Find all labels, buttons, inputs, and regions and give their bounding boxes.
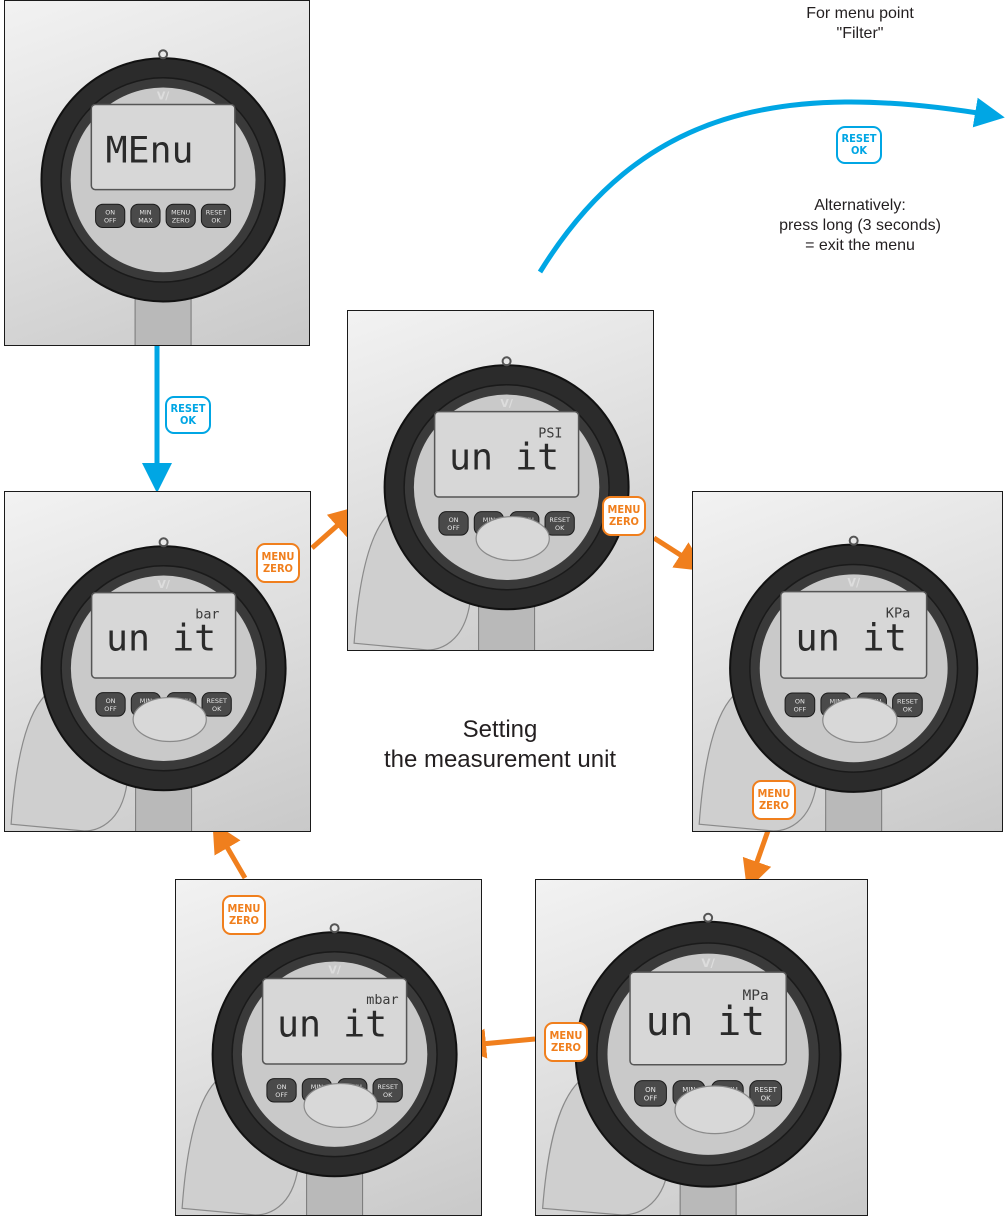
device-key-label: OFF bbox=[104, 216, 117, 224]
lcd-unit-text: PSI bbox=[538, 426, 562, 441]
thumb-shape bbox=[476, 517, 549, 561]
device-key-label: RESET bbox=[377, 1083, 398, 1091]
badge-line-2: OK bbox=[180, 415, 196, 427]
lcd-main-text: un it bbox=[106, 617, 216, 660]
device-key-label: OK bbox=[383, 1091, 393, 1099]
badge-line-2: ZERO bbox=[759, 800, 789, 812]
filter-note: For menu point "Filter" bbox=[760, 4, 960, 44]
thumb-shape bbox=[133, 698, 206, 742]
device-key-label: OK bbox=[212, 705, 222, 713]
device-key-label: MENU bbox=[171, 208, 190, 216]
device-key-label: ON bbox=[277, 1083, 287, 1091]
device-key-label: OK bbox=[903, 705, 913, 713]
menu-zero-badge-2: MENU ZERO bbox=[602, 496, 646, 536]
badge-line-2: OK bbox=[851, 145, 867, 157]
device-key-label: OK bbox=[211, 216, 221, 224]
device-key-label: RESET bbox=[206, 208, 227, 216]
menu-zero-badge-5: MENU ZERO bbox=[222, 895, 266, 935]
lcd-main-text: un it bbox=[646, 999, 766, 1045]
title-line-2: the measurement unit bbox=[350, 745, 650, 775]
diagram-title: Setting the measurement unit bbox=[350, 715, 650, 775]
gauge-hook bbox=[331, 924, 339, 932]
brand-mark: V/ bbox=[157, 90, 169, 103]
device-key-label: OFF bbox=[275, 1091, 288, 1099]
menu-zero-badge-4: MENU ZERO bbox=[544, 1022, 588, 1062]
badge-line-2: ZERO bbox=[551, 1042, 581, 1054]
brand-mark: V/ bbox=[157, 578, 170, 591]
brand-mark: V/ bbox=[701, 956, 715, 970]
device-key-label: RESET bbox=[755, 1086, 778, 1094]
gauge-hook bbox=[850, 537, 858, 545]
brand-mark: V/ bbox=[847, 577, 861, 590]
gauge-fitting bbox=[135, 295, 191, 345]
lcd-unit-text: mbar bbox=[366, 993, 398, 1008]
menu-zero-badge-3: MENU ZERO bbox=[752, 780, 796, 820]
psi-to-kpa-arrow bbox=[654, 538, 693, 563]
device-key-label: ON bbox=[106, 697, 116, 705]
badge-line-2: ZERO bbox=[229, 915, 259, 927]
gauge-fitting bbox=[136, 784, 192, 831]
device-key-label: OFF bbox=[104, 705, 117, 713]
bar-to-psi-arrow bbox=[312, 516, 348, 548]
lcd-main-text: un it bbox=[449, 436, 559, 479]
device-key-label: RESET bbox=[549, 516, 570, 524]
thumb-shape bbox=[304, 1083, 377, 1127]
lcd-unit-text: bar bbox=[195, 607, 219, 622]
badge-line-2: ZERO bbox=[263, 563, 293, 575]
filter-note-line-1: For menu point bbox=[760, 4, 960, 24]
lcd-main-text: un it bbox=[795, 616, 907, 659]
device-key-label: OFF bbox=[794, 705, 807, 713]
lcd-unit-text: KPa bbox=[886, 606, 911, 622]
reset-ok-badge-top: RESET OK bbox=[836, 126, 882, 164]
device-key-label: OFF bbox=[644, 1094, 658, 1102]
gauge-hook bbox=[704, 914, 712, 922]
device-key-label: MIN bbox=[139, 208, 151, 216]
device-key-label: RESET bbox=[206, 697, 227, 705]
mbar-to-bar-arrow bbox=[220, 835, 245, 878]
lcd-main-text: un it bbox=[277, 1003, 387, 1046]
device-key-label: OK bbox=[761, 1094, 771, 1102]
device-key-label: ON bbox=[105, 208, 115, 216]
device-key-label: ON bbox=[645, 1086, 656, 1094]
gauge-illustration: un itKPaV/ONOFFMINMAXMENUZERORESETOK bbox=[693, 492, 1002, 831]
device-key-label: OK bbox=[555, 524, 565, 532]
device-key-label: ON bbox=[795, 697, 805, 705]
menu-zero-badge-1: MENU ZERO bbox=[256, 543, 300, 583]
device-key-label: ZERO bbox=[172, 216, 190, 224]
lcd-unit-text: MPa bbox=[742, 987, 768, 1004]
thumb-shape bbox=[675, 1086, 754, 1134]
reset-ok-badge-left: RESET OK bbox=[165, 396, 211, 434]
brand-mark: V/ bbox=[500, 397, 512, 410]
brand-mark: V/ bbox=[328, 964, 341, 977]
gauge-hook bbox=[159, 50, 167, 58]
alternative-note-line-1: Alternatively: bbox=[730, 196, 990, 216]
device-key-label: ON bbox=[449, 516, 459, 524]
gauge-fitting bbox=[479, 603, 535, 650]
alternative-note-line-2: press long (3 seconds) bbox=[730, 216, 990, 236]
title-line-1: Setting bbox=[350, 715, 650, 745]
alternative-note: Alternatively: press long (3 seconds) = … bbox=[730, 196, 990, 256]
device-key-label: MAX bbox=[138, 216, 153, 224]
thumb-shape bbox=[823, 698, 897, 742]
badge-line-2: ZERO bbox=[609, 516, 639, 528]
kpa-to-mpa-arrow bbox=[752, 825, 770, 876]
filter-note-line-2: "Filter" bbox=[760, 24, 960, 44]
alternative-note-line-3: = exit the menu bbox=[730, 236, 990, 256]
device-key-label: RESET bbox=[897, 697, 918, 705]
device-key-label: OFF bbox=[447, 524, 460, 532]
gauge-hook bbox=[160, 538, 168, 546]
gauge-hook bbox=[503, 357, 511, 365]
lcd-main-text: MEnu bbox=[106, 128, 194, 171]
